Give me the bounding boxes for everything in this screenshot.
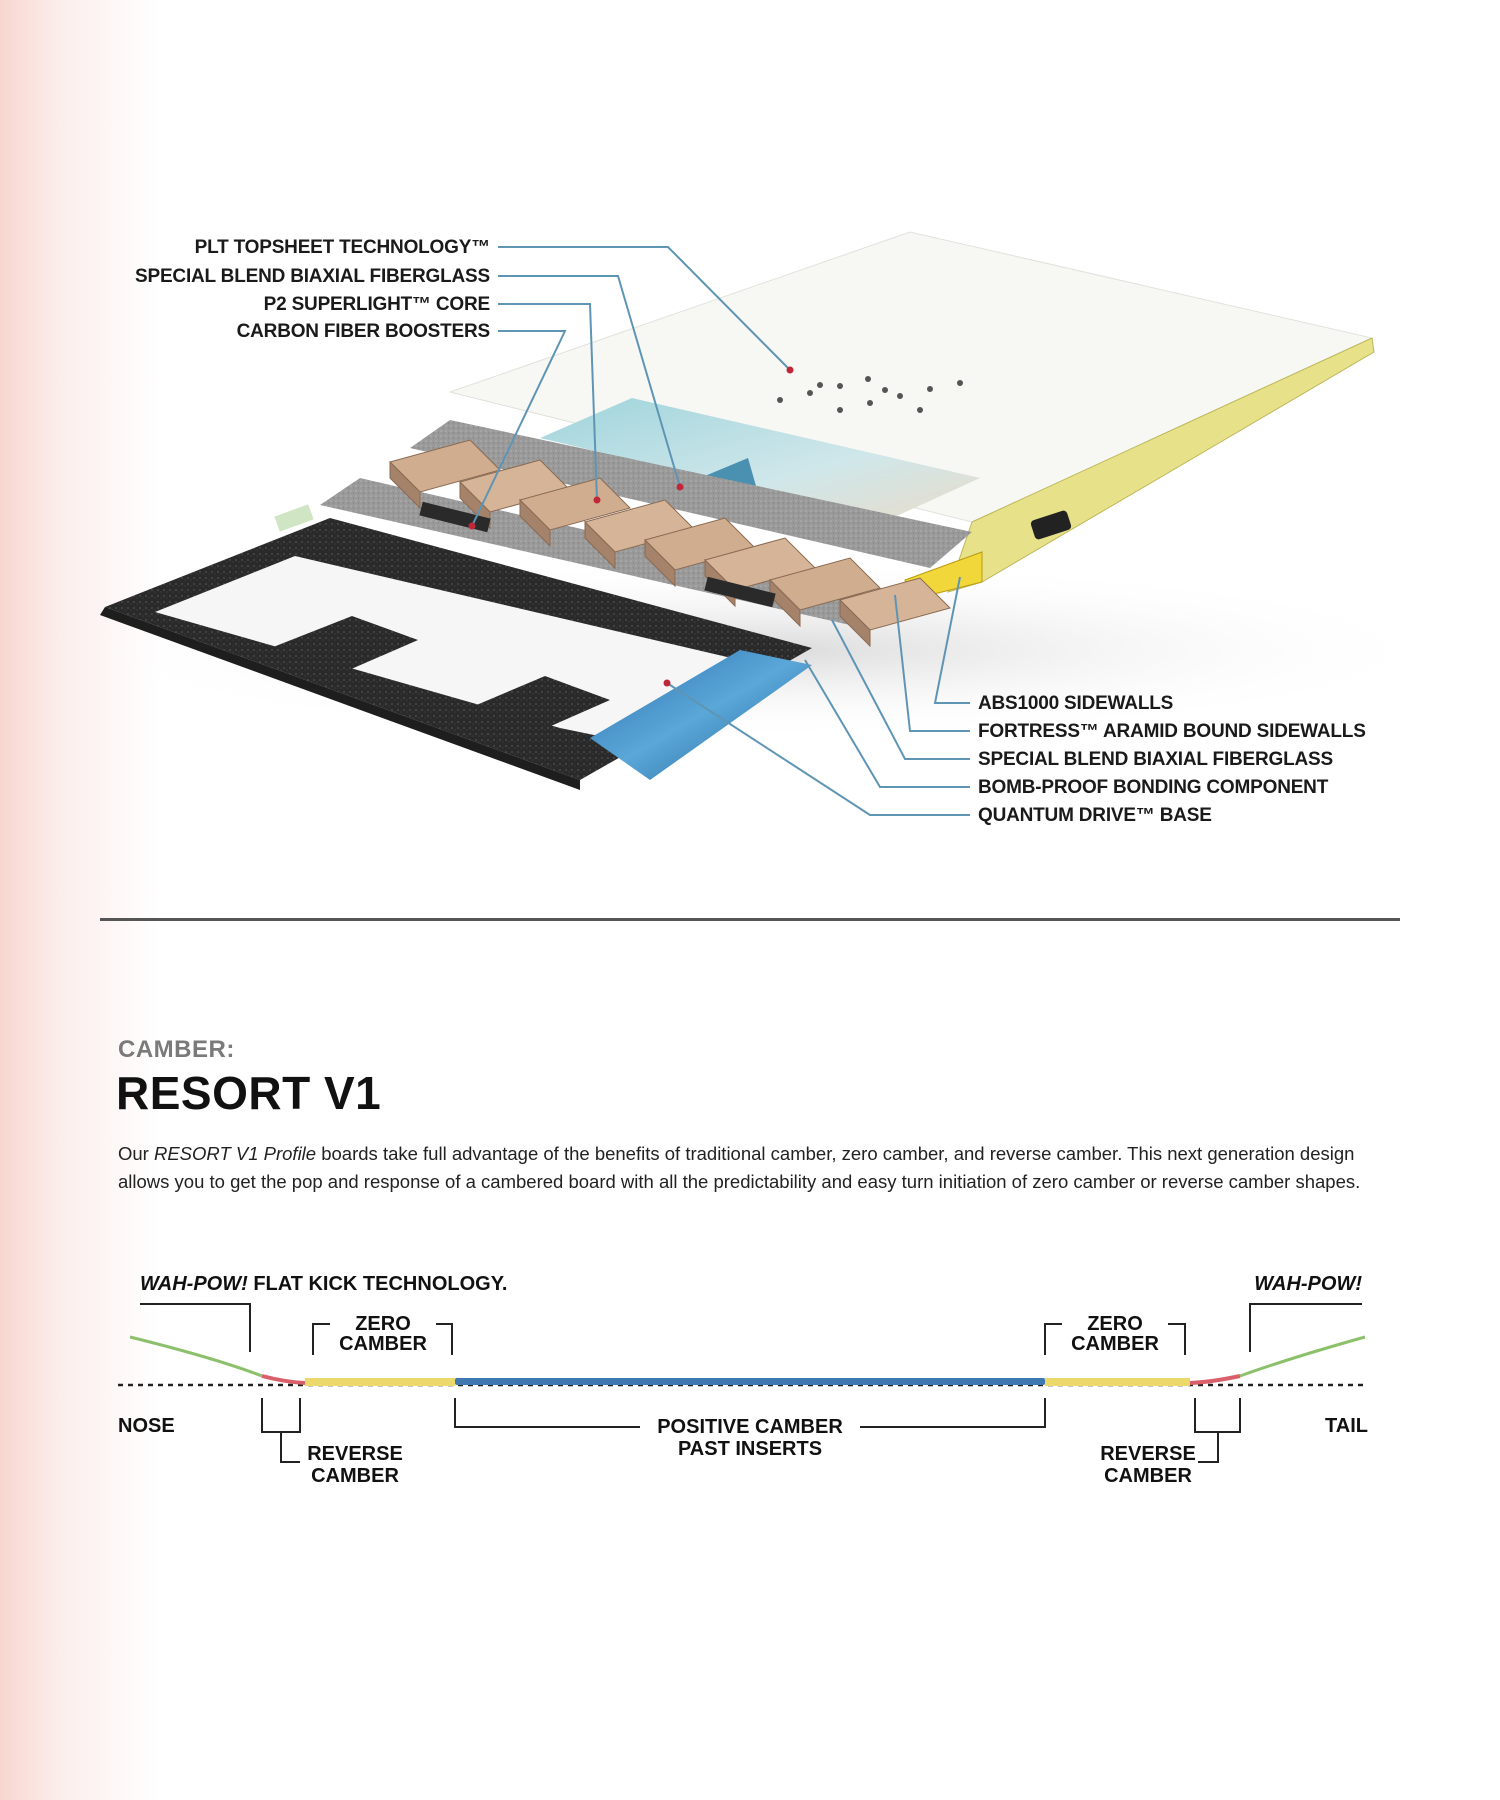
reverse-camber-right-line2: CAMBER (1104, 1465, 1192, 1487)
wah-pow-right-label: WAH-POW! (1254, 1273, 1362, 1295)
leader-dot-base (663, 679, 671, 687)
label-biaxial-fiberglass-bottom: SPECIAL BLEND BIAXIAL FIBERGLASS (978, 749, 1333, 770)
zero-camber-right-line2: CAMBER (1071, 1333, 1159, 1355)
profile-positive (455, 1378, 1045, 1385)
reverse-camber-right-line1: REVERSE (1100, 1443, 1196, 1465)
profile-nose-kick (129, 1335, 263, 1378)
construction-top-leaders (468, 246, 794, 530)
positive-camber-line1: POSITIVE CAMBER (657, 1416, 843, 1438)
zero-camber-left-line2: CAMBER (339, 1333, 427, 1355)
construction-bottom-leaders (663, 576, 970, 816)
label-carbon-boosters: CARBON FIBER BOOSTERS (237, 321, 490, 342)
camber-kicker: CAMBER: (118, 1036, 235, 1063)
label-quantum-drive-base: QUANTUM DRIVE™ BASE (978, 805, 1212, 826)
tail-label: TAIL (1325, 1415, 1368, 1437)
camber-description: Our RESORT V1 Profile boards take full a… (118, 1140, 1388, 1196)
reverse-camber-left-line2: CAMBER (311, 1465, 399, 1487)
reverse-camber-left-bracket (261, 1398, 301, 1433)
camber-description-emphasis: RESORT V1 Profile (153, 1143, 317, 1164)
leader-dot-core (593, 496, 601, 504)
label-p2-core: P2 SUPERLIGHT™ CORE (264, 294, 490, 315)
leader-dot-topsheet (786, 366, 794, 374)
zero-camber-left-bracket-b (436, 1323, 453, 1355)
wah-pow-left-bracket (140, 1303, 251, 1352)
wah-pow-right-bracket (1249, 1303, 1362, 1352)
wah-pow-left-label: WAH-POW! FLAT KICK TECHNOLOGY. (140, 1273, 507, 1295)
profile-zero-left (305, 1378, 455, 1386)
zero-camber-right-bracket (1044, 1323, 1062, 1355)
binding-insert-pattern (777, 376, 963, 413)
base-black-square-b (460, 676, 610, 737)
camber-title: RESORT V1 (116, 1067, 382, 1119)
construction-top-labels: PLT TOPSHEET TECHNOLOGY™ SPECIAL BLEND B… (135, 237, 490, 342)
nose-label: NOSE (118, 1415, 175, 1437)
profile-tail-kick (1239, 1335, 1366, 1378)
fiberglass-layer (410, 420, 972, 568)
board-cutaway-illustration (60, 231, 1460, 790)
zero-camber-left-bracket (312, 1323, 330, 1355)
camber-description-body: boards take full advantage of the benefi… (118, 1143, 1361, 1192)
sidewall-logo-badge (1030, 510, 1072, 540)
label-abs-sidewalls: ABS1000 SIDEWALLS (978, 693, 1173, 714)
reverse-camber-left-line1: REVERSE (307, 1443, 403, 1465)
carbon-booster-right (704, 576, 776, 608)
camber-profile-diagram: WAH-POW! FLAT KICK TECHNOLOGY. WAH-POW! … (118, 1273, 1368, 1487)
positive-camber-bracket-left (454, 1398, 640, 1428)
construction-bottom-labels: ABS1000 SIDEWALLS FORTRESS™ ARAMID BOUND… (978, 693, 1366, 826)
reverse-camber-right-connector (1198, 1432, 1219, 1463)
leader-dot-fiberglass (676, 483, 684, 491)
label-biaxial-fiberglass-top: SPECIAL BLEND BIAXIAL FIBERGLASS (135, 266, 490, 287)
wood-core-blocks (389, 439, 951, 648)
topsheet-graphic (540, 398, 980, 520)
zero-camber-right-bracket-b (1168, 1323, 1186, 1355)
label-fortress-sidewalls: FORTRESS™ ARAMID BOUND SIDEWALLS (978, 721, 1366, 742)
leader-dot-carbon (468, 522, 476, 530)
profile-tail-reverse (1189, 1374, 1241, 1385)
profile-nose-reverse (261, 1374, 306, 1385)
label-plt-topsheet: PLT TOPSHEET TECHNOLOGY™ (195, 237, 490, 258)
section-divider (100, 918, 1400, 921)
reverse-camber-left-connector (280, 1432, 300, 1463)
base-corner-chip (274, 504, 314, 532)
positive-camber-bracket-right (860, 1398, 1046, 1428)
reverse-camber-right-bracket (1194, 1398, 1241, 1433)
profile-zero-right (1045, 1378, 1190, 1386)
label-bonding-component: BOMB-PROOF BONDING COMPONENT (978, 777, 1329, 798)
base-blue-graphic (590, 650, 812, 780)
camber-description-prefix: Our (118, 1143, 154, 1164)
zero-camber-right-line1: ZERO (1087, 1313, 1143, 1335)
base-edge (100, 607, 580, 790)
base-black-square-a (258, 616, 418, 680)
positive-camber-line2: PAST INSERTS (678, 1438, 822, 1460)
zero-camber-left-line1: ZERO (355, 1313, 411, 1335)
